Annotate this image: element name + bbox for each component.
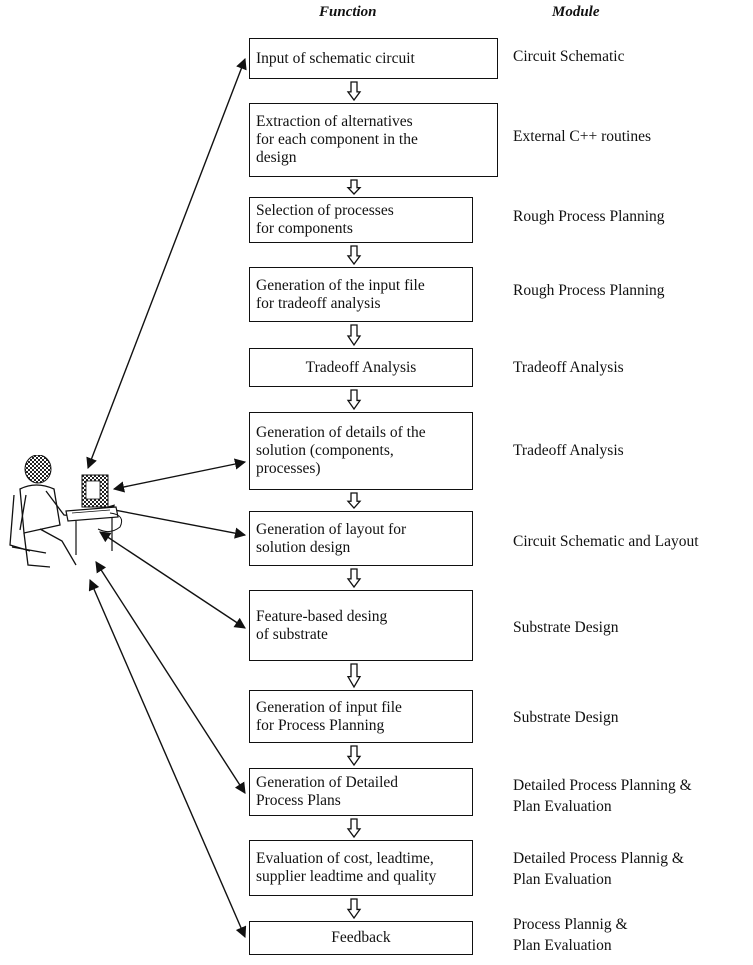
link-user-details bbox=[112, 458, 247, 493]
hollow-down-arrow-icon bbox=[346, 81, 362, 102]
module-label-9: Substrate Design bbox=[513, 709, 619, 726]
function-label: Generation of the input file for tradeof… bbox=[256, 276, 425, 312]
function-label: Selection of processes for components bbox=[256, 202, 394, 237]
module-label-4: Rough Process Planning bbox=[513, 282, 665, 299]
link-user-input bbox=[86, 57, 247, 470]
link-user-feedback bbox=[88, 578, 247, 939]
function-box-9: Generation of input file for Process Pla… bbox=[249, 690, 473, 743]
function-box-6: Generation of details of the solution (c… bbox=[249, 412, 473, 490]
hollow-down-arrow-icon bbox=[346, 492, 362, 509]
function-label: Evaluation of cost, leadtime, supplier l… bbox=[256, 850, 437, 885]
function-label: Generation of Detailed Process Plans bbox=[256, 774, 399, 809]
function-column-header: Function bbox=[319, 4, 377, 20]
function-label: Feedback bbox=[331, 929, 391, 946]
module-label-1: Circuit Schematic bbox=[513, 48, 625, 65]
module-label-10: Detailed Process Planning & Plan Evaluat… bbox=[513, 777, 692, 815]
function-box-4: Generation of the input file for tradeof… bbox=[249, 267, 473, 322]
function-box-8: Feature-based desing of substrate bbox=[249, 590, 473, 661]
function-label: Feature-based desing of substrate bbox=[256, 607, 388, 643]
module-label-3: Rough Process Planning bbox=[513, 208, 665, 225]
function-box-1: Input of schematic circuit bbox=[249, 38, 498, 79]
function-label: Input of schematic circuit bbox=[256, 49, 415, 67]
hollow-down-arrow-icon bbox=[346, 389, 362, 411]
hollow-down-arrow-icon bbox=[346, 324, 362, 347]
link-user-layout bbox=[102, 504, 247, 539]
function-box-10: Generation of Detailed Process Plans bbox=[249, 768, 473, 816]
function-box-3: Selection of processes for components bbox=[249, 197, 473, 243]
function-box-7: Generation of layout for solution design bbox=[249, 511, 473, 566]
module-label-2: External C++ routines bbox=[513, 128, 652, 145]
function-label: Generation of input file for Process Pla… bbox=[256, 698, 402, 734]
function-box-5: Tradeoff Analysis bbox=[249, 348, 473, 387]
function-label: Generation of layout for solution design bbox=[256, 520, 407, 556]
module-label-8: Substrate Design bbox=[513, 619, 619, 636]
function-box-11: Evaluation of cost, leadtime, supplier l… bbox=[249, 840, 473, 896]
module-label-11: Detailed Process Plannig & Plan Evaluati… bbox=[513, 850, 684, 888]
module-column-header: Module bbox=[552, 4, 600, 20]
hollow-down-arrow-icon bbox=[346, 898, 362, 920]
hollow-down-arrow-icon bbox=[346, 179, 362, 195]
module-label-5: Tradeoff Analysis bbox=[513, 359, 624, 376]
function-label: Extraction of alternatives for each comp… bbox=[256, 113, 418, 166]
hollow-down-arrow-icon bbox=[346, 568, 362, 589]
hollow-down-arrow-icon bbox=[346, 745, 362, 767]
function-box-2: Extraction of alternatives for each comp… bbox=[249, 103, 498, 177]
hollow-down-arrow-icon bbox=[346, 663, 362, 689]
module-label-6: Tradeoff Analysis bbox=[513, 442, 624, 459]
link-user-detailed-plans bbox=[95, 561, 246, 794]
function-label: Generation of details of the solution (c… bbox=[256, 424, 426, 477]
hollow-down-arrow-icon bbox=[346, 245, 362, 266]
hollow-down-arrow-icon bbox=[346, 818, 362, 839]
function-label: Tradeoff Analysis bbox=[305, 358, 417, 376]
function-box-12: Feedback bbox=[249, 921, 473, 955]
user-at-computer-icon bbox=[6, 454, 131, 580]
module-label-12: Process Plannig & Plan Evaluation bbox=[513, 916, 628, 954]
module-label-7: Circuit Schematic and Layout bbox=[513, 533, 699, 550]
